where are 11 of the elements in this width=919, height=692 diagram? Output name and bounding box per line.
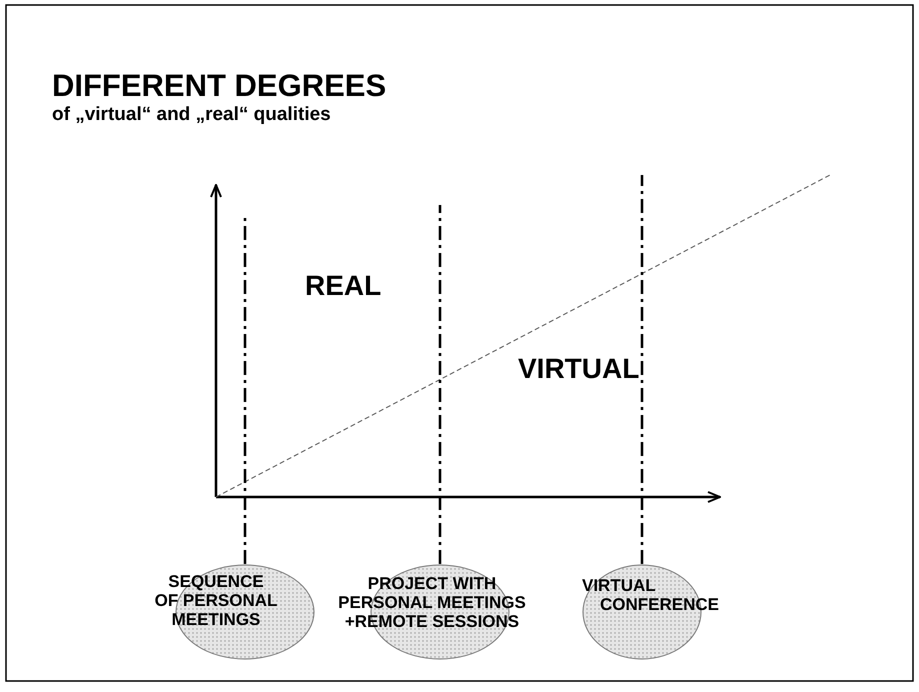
region-label: REAL — [305, 270, 382, 302]
subtitle: of „virtual“ and „real“ qualities — [52, 104, 331, 126]
dash-dot-line — [244, 215, 246, 564]
dash-dot-line — [640, 175, 644, 564]
dash-dot-line — [438, 205, 442, 564]
node-label: SEQUENCE OF PERSONAL MEETINGS — [154, 572, 278, 629]
node-label: VIRTUAL CONFERENCE — [582, 576, 720, 614]
title: DIFFERENT DEGREES — [52, 68, 386, 104]
node-label: PROJECT WITH PERSONAL MEETINGS +REMOTE SESSIONS — [337, 574, 527, 631]
ellipse-node — [152, 564, 315, 660]
region-label: VIRTUAL — [518, 353, 640, 385]
